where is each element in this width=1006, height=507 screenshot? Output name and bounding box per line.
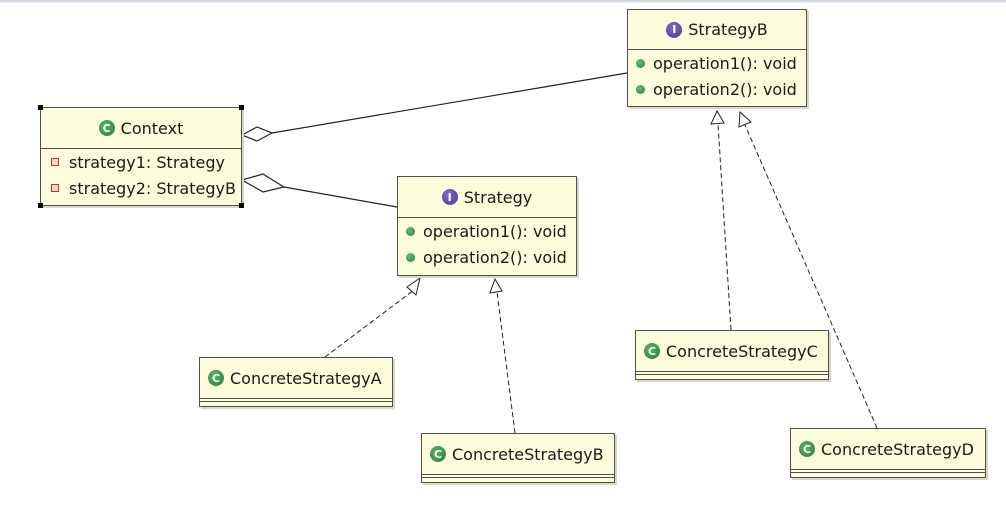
- operations-section: [200, 401, 392, 404]
- selection-handle-top-left[interactable]: [38, 105, 43, 110]
- interface-icon: I: [441, 189, 458, 205]
- realization-concretec-strategyb: [710, 109, 732, 331]
- class-concretestrategyd-header: C ConcreteStrategyD: [791, 429, 985, 469]
- operation-row: operation2(): void: [628, 76, 806, 102]
- private-field-icon: [51, 184, 59, 192]
- selection-handle-bottom-left[interactable]: [38, 203, 43, 208]
- public-method-icon: [406, 226, 415, 236]
- attributes-section: [422, 474, 614, 477]
- operations-section: [422, 477, 614, 480]
- class-context-header: C Context: [41, 108, 241, 148]
- class-icon: C: [799, 441, 815, 457]
- aggregation-context-strategyb: [240, 72, 628, 142]
- attributes-section: [791, 469, 985, 472]
- class-concretestrategyb[interactable]: C ConcreteStrategyB: [421, 433, 615, 483]
- attributes-section: [636, 371, 828, 374]
- class-concretestrategyb-name: ConcreteStrategyB: [452, 444, 604, 464]
- window-top-edge: [0, 0, 1006, 3]
- class-icon: C: [208, 370, 224, 386]
- class-icon: C: [430, 446, 446, 462]
- interface-strategyb-name: StrategyB: [688, 20, 768, 39]
- class-concretestrategyb-header: C ConcreteStrategyB: [422, 434, 614, 474]
- attribute-strategy1: strategy1: Strategy: [69, 152, 225, 172]
- attributes-section: strategy1: Strategy strategy2: StrategyB: [41, 148, 241, 201]
- operations-section: [636, 374, 828, 377]
- public-method-icon: [636, 58, 645, 68]
- class-concretestrategyc-name: ConcreteStrategyC: [666, 341, 818, 361]
- class-concretestrategyd-name: ConcreteStrategyD: [821, 439, 974, 459]
- class-concretestrategyc[interactable]: C ConcreteStrategyC: [635, 330, 829, 380]
- operation-row: operation2(): void: [398, 244, 576, 270]
- interface-strategy[interactable]: I Strategy operation1(): void operation2…: [397, 176, 577, 276]
- realization-concreted-strategyb: [738, 110, 878, 429]
- class-icon: C: [98, 120, 115, 136]
- operation-row: operation1(): void: [628, 50, 806, 76]
- class-concretestrategya-name: ConcreteStrategyA: [230, 368, 382, 388]
- attribute-strategy2: strategy2: StrategyB: [69, 178, 236, 198]
- interface-strategy-header: I Strategy: [398, 177, 576, 217]
- aggregation-context-strategy: [240, 173, 398, 208]
- operation-row: operation1(): void: [398, 218, 576, 244]
- operation-operation2: operation2(): void: [423, 247, 567, 267]
- operation-operation1: operation1(): void: [423, 221, 567, 241]
- interface-strategy-name: Strategy: [463, 187, 533, 207]
- private-field-icon: [51, 158, 59, 166]
- interface-strategyb[interactable]: I StrategyB operation1(): void operation…: [627, 9, 807, 107]
- class-concretestrategyd[interactable]: C ConcreteStrategyD: [790, 428, 986, 478]
- public-method-icon: [636, 84, 645, 94]
- class-concretestrategyc-header: C ConcreteStrategyC: [636, 331, 828, 371]
- attribute-row: strategy2: StrategyB: [41, 175, 241, 201]
- interface-strategyb-header: I StrategyB: [628, 10, 806, 49]
- selection-handle-top-right[interactable]: [239, 105, 244, 110]
- public-method-icon: [406, 252, 415, 262]
- class-icon: C: [644, 343, 660, 359]
- operations-section: [791, 472, 985, 475]
- realization-concreteb-strategy: [489, 277, 516, 434]
- operations-section: operation1(): void operation2(): void: [628, 49, 806, 102]
- selection-handle-bottom-right[interactable]: [239, 203, 244, 208]
- realization-concretea-strategy: [324, 276, 421, 358]
- attributes-section: [200, 398, 392, 401]
- operations-section: operation1(): void operation2(): void: [398, 217, 576, 270]
- operation-operation2: operation2(): void: [653, 79, 797, 99]
- operation-operation1: operation1(): void: [653, 53, 797, 73]
- interface-icon: I: [666, 21, 683, 38]
- class-concretestrategya[interactable]: C ConcreteStrategyA: [199, 357, 393, 407]
- class-context-name: Context: [120, 118, 184, 138]
- class-concretestrategya-header: C ConcreteStrategyA: [200, 358, 392, 398]
- class-context[interactable]: C Context strategy1: Strategy strategy2:…: [38, 105, 244, 208]
- attribute-row: strategy1: Strategy: [41, 149, 241, 175]
